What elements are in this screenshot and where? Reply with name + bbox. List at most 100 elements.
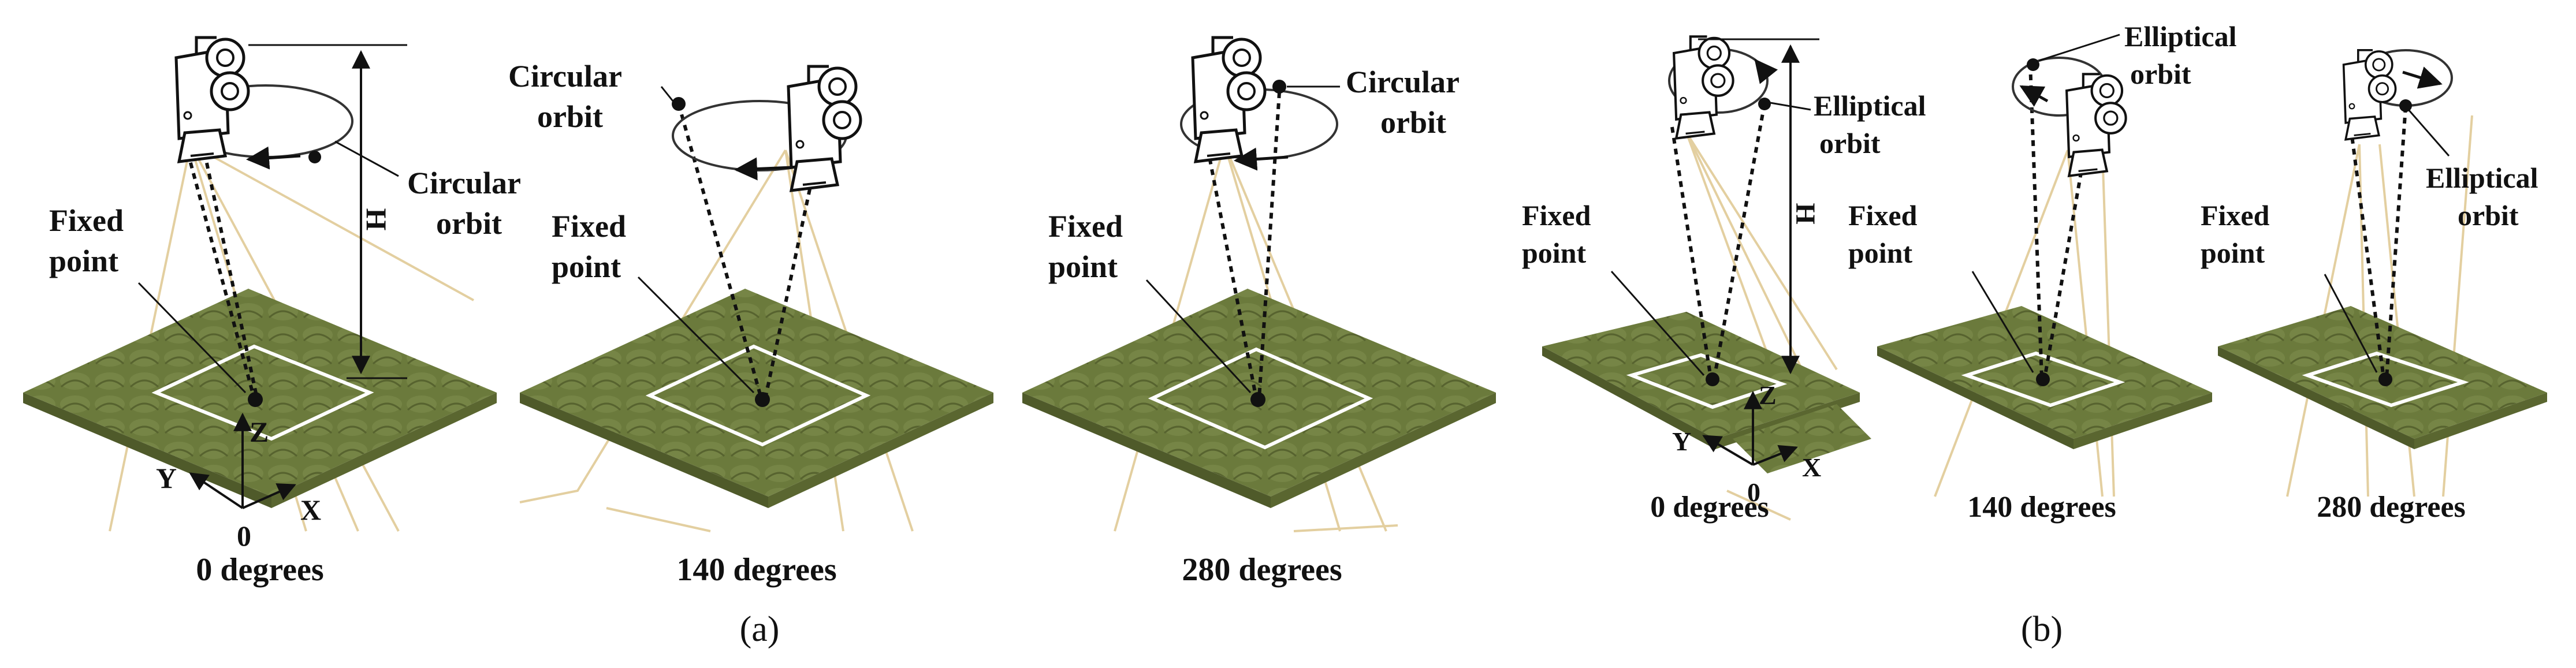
orbit-leader [334, 140, 399, 177]
orbit-label-2: orbit [2458, 199, 2519, 232]
imaging-frame [2302, 351, 2469, 408]
angle-label-140: 140 degrees [1967, 491, 2116, 524]
axis-x [1752, 445, 1798, 466]
imaging-frame [1148, 347, 1373, 450]
orbit-direction-arrow [1234, 147, 1289, 171]
terrain-surface [1877, 306, 2212, 449]
fixed-point-dot [2036, 372, 2050, 386]
axis-x [242, 483, 296, 509]
orbit-marker [1272, 80, 1286, 94]
orbit-marker [2399, 99, 2412, 112]
imaging-frame [1961, 351, 2125, 408]
axis-z-label: Z [1759, 380, 1777, 410]
height-label: H [360, 208, 393, 231]
orbit-label-2: orbit [537, 99, 603, 134]
angle-label-0: 0 degrees [196, 552, 323, 588]
orbit-label-2: orbit [1819, 127, 1881, 159]
axis-z-label: Z [250, 416, 269, 448]
orbit-leader [2038, 33, 2120, 62]
orbit-label-1: Circular [508, 59, 622, 94]
fixed-point-dot [248, 392, 263, 407]
orbit-label-1: Elliptical [2426, 162, 2538, 194]
scene-a3: Circular orbit Fixed point 280 degrees [1022, 38, 1496, 588]
scene-b1: H Elliptical orbit Fixed point Z X Y 0 0… [1522, 36, 1926, 524]
view-line-right [1257, 92, 1281, 399]
origin-label: 0 [237, 520, 251, 552]
fixed-point-leader [1610, 271, 1705, 376]
axis-y-label: Y [1672, 427, 1691, 456]
origin-label: 0 [1747, 477, 1760, 507]
orbit-direction-arrow [734, 157, 792, 181]
orbit-label-1: Elliptical [1814, 89, 1926, 122]
view-line-left [677, 103, 763, 399]
view-line-right [2385, 106, 2407, 379]
orbit-direction-arrow [2402, 66, 2443, 89]
fixed-point-label-1: Fixed [49, 203, 124, 238]
orbit-label-1: Circular [407, 166, 521, 200]
angle-label-0: 0 degrees [1650, 491, 1769, 524]
scene-a1: H Circular orbit Fixed point Z X Y 0 0 d… [23, 38, 521, 588]
scene-b3: Elliptical orbit Fixed point 280 degrees [2201, 49, 2547, 524]
orbit-label-2: orbit [436, 206, 502, 241]
axis-x-label: X [1802, 453, 1821, 482]
camera-icon [2342, 49, 2397, 141]
fixed-point-dot [755, 392, 770, 407]
fixed-point-leader [137, 282, 247, 394]
orbit-leader [2407, 109, 2450, 156]
orbit-direction-arrow [1754, 58, 1778, 84]
fixed-point-label-2: point [49, 244, 118, 278]
view-line-right [1713, 103, 1766, 379]
imaging-frame [151, 344, 374, 441]
view-line-right [2043, 150, 2087, 379]
orbit-direction-arrow [2019, 85, 2049, 107]
caption-b: (b) [2021, 610, 2063, 649]
camera-icon [1674, 36, 1733, 138]
fixed-point-label-1: Fixed [2201, 199, 2270, 232]
view-line-left [1670, 126, 1713, 379]
fixed-point-label-2: point [1522, 237, 1587, 269]
orbit-leader [1770, 102, 1811, 111]
orbit-label-1: Elliptical [2124, 20, 2237, 53]
scene-a2: Circular orbit Fixed point 140 degrees [508, 59, 993, 588]
fixed-point-label-1: Fixed [1522, 199, 1591, 232]
fixed-point-label-1: Fixed [1848, 199, 1918, 232]
imaging-frame [645, 344, 871, 447]
terrain-surface [1542, 312, 1871, 473]
orbit-leader [660, 86, 674, 102]
view-line-left [183, 141, 256, 399]
view-line-left [1200, 115, 1258, 399]
axis-y [189, 472, 244, 509]
orbit-label-1: Circular [1346, 65, 1460, 99]
orbit-direction-arrow [246, 146, 301, 170]
fixed-point-label-2: point [1848, 237, 1913, 269]
camera-icon [788, 66, 861, 191]
fixed-point-label-2: point [2201, 237, 2265, 269]
fixed-point-leader [1971, 271, 2034, 373]
fixed-point-label-2: point [552, 249, 621, 284]
fixed-point-dot [2378, 372, 2392, 386]
axis-y [1702, 435, 1754, 466]
fixed-point-label-1: Fixed [552, 209, 626, 244]
camera-icon [2067, 74, 2126, 176]
fixed-point-leader [2324, 274, 2378, 373]
fixed-point-label-2: point [1048, 249, 1118, 284]
angle-label-140: 140 degrees [676, 552, 836, 588]
camera-icon [1193, 38, 1265, 162]
terrain-surface [2218, 306, 2547, 449]
orbit-label-2: orbit [2130, 58, 2191, 90]
fixed-point-leader [637, 276, 755, 394]
orbit-marker [672, 97, 686, 111]
orbit-marker [2027, 58, 2039, 71]
fixed-point-label-1: Fixed [1048, 209, 1123, 244]
view-line-left [2028, 63, 2043, 379]
orbit-marker [1758, 98, 1771, 110]
angle-label-280: 280 degrees [1182, 552, 1342, 588]
axis-y-label: Y [156, 462, 177, 494]
angle-label-280: 280 degrees [2317, 491, 2466, 524]
panel-a: H Circular orbit Fixed point Z X Y 0 0 d… [23, 38, 1496, 649]
axis-x-label: X [300, 494, 321, 526]
panel-b: H Elliptical orbit Fixed point Z X Y 0 0… [1522, 20, 2547, 649]
orbit-marker [308, 151, 321, 163]
height-label: H [1790, 203, 1821, 224]
